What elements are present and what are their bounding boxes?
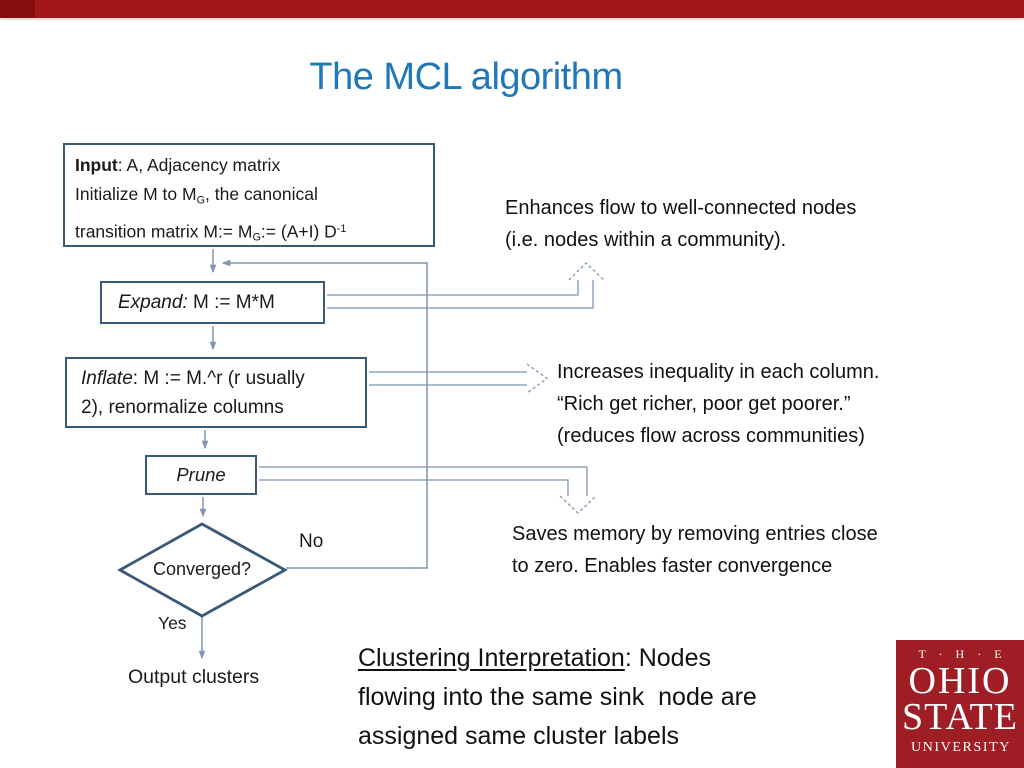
inflate-box-line1: Inflate: M := M.^r (r usually — [81, 368, 305, 389]
note-clustering-interpretation: Clustering Interpretation: Nodes flowing… — [358, 639, 883, 756]
input-box-line3: transition matrix M:= MG:= (A+I) D-1 — [75, 221, 347, 244]
flowchart-prune-box: Prune — [145, 455, 257, 495]
input-box-line1: Input: A, Adjacency matrix — [75, 155, 281, 175]
slide-title: The MCL algorithm — [309, 56, 623, 98]
inflate-box-line2: 2), renormalize columns — [81, 397, 284, 418]
expand-callout-up-arrowhead-icon — [568, 262, 605, 281]
flowchart-inflate-box: Inflate: M := M.^r (r usually 2), renorm… — [65, 357, 367, 428]
logo-state-text: STATE — [902, 696, 1018, 738]
expand-callout-shaft — [327, 280, 579, 296]
flowchart-input-box: Input: A, Adjacency matrix Initialize M … — [63, 143, 435, 247]
note-expand-effect: Enhances flow to well-connected nodes (i… — [505, 197, 857, 251]
note-inflate-effect: Increases inequality in each column. “Ri… — [557, 361, 880, 447]
top-accent-bar-left — [0, 0, 35, 18]
logo-university-text: UNIVERSITY — [911, 740, 1011, 755]
prune-callout-down-arrowhead-icon — [559, 495, 597, 514]
ohio-state-university-logo: T · H · E OHIO STATE UNIVERSITY — [896, 640, 1024, 768]
expand-callout-shaft — [327, 280, 594, 309]
logo-ohio-text: OHIO — [908, 660, 1012, 702]
decision-label: Converged? — [152, 559, 252, 579]
logo-the-text: T · H · E — [918, 647, 1007, 661]
prune-callout-shaft — [259, 466, 588, 496]
top-accent-bar — [0, 0, 1024, 18]
output-clusters-label: Output clusters — [128, 666, 260, 688]
decision-diamond — [117, 522, 288, 618]
note-prune-effect: Saves memory by removing entries close t… — [512, 523, 878, 577]
input-box-line2: Initialize M to MG, the canonical — [75, 184, 318, 207]
flowchart-expand-box: Expand: M := M*M — [100, 281, 325, 324]
clustering-line1: Clustering Interpretation: Nodes — [358, 644, 711, 672]
prune-callout-shaft — [259, 479, 569, 496]
feedback-loop-no-branch — [221, 259, 428, 569]
branch-label-no: No — [299, 531, 324, 552]
inflate-callout-right-arrowhead-icon — [526, 363, 549, 394]
branch-label-yes: Yes — [158, 613, 187, 633]
